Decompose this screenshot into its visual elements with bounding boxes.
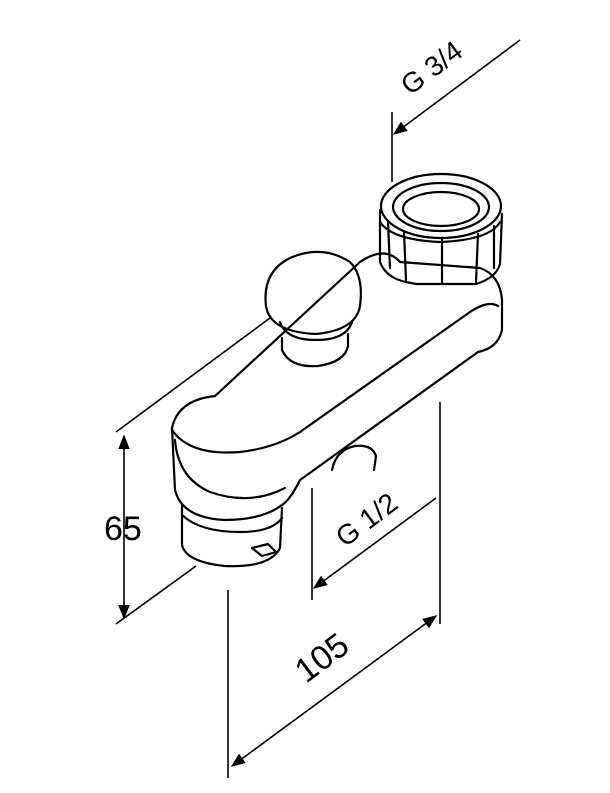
label-thread-top: G 3/4	[395, 35, 468, 101]
knob-collar	[278, 320, 354, 342]
dimension-length	[227, 402, 441, 778]
outlet-notch	[250, 542, 278, 558]
nut-facet-top	[378, 220, 502, 244]
label-height: 65	[104, 510, 142, 548]
lower-fitting	[330, 444, 378, 472]
extension-line-height-bottom	[115, 565, 197, 625]
diverter-knob	[264, 250, 362, 368]
spout-arm	[170, 252, 504, 522]
nut-inner-ring	[391, 181, 491, 233]
dimension-line-length	[230, 615, 438, 767]
hex-nut	[378, 172, 504, 286]
outlet-housing	[180, 503, 284, 568]
knob-base	[280, 332, 350, 368]
knob-cap	[264, 250, 362, 336]
extension-line-height-top	[115, 317, 271, 433]
nut-bore	[401, 190, 481, 228]
label-length: 105	[288, 626, 356, 690]
spout-arm-top-edge	[170, 302, 500, 454]
outlet-housing-seam	[180, 513, 284, 534]
leader-line-g12	[312, 497, 437, 589]
dimension-thread-top	[391, 39, 521, 182]
spout-front-face	[173, 438, 287, 500]
dimension-thread-bottom	[311, 488, 437, 600]
nut-body	[378, 208, 504, 286]
label-thread-bottom: G 1/2	[330, 487, 403, 553]
spout-body	[170, 252, 504, 568]
dimension-height	[115, 317, 271, 625]
nut-outer-ring	[379, 172, 503, 240]
leader-line-g34	[392, 39, 521, 135]
nut-facets	[386, 220, 496, 286]
